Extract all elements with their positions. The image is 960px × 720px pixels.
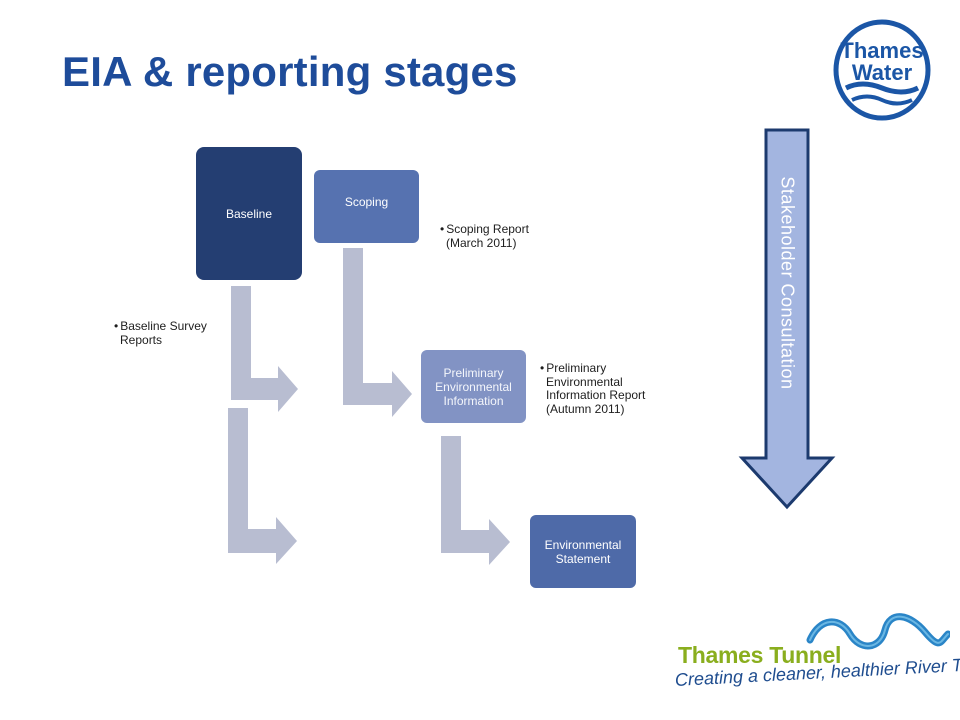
thames-tunnel-wave-icon xyxy=(806,613,950,650)
note-preliminary: Preliminary Environmental Information Re… xyxy=(538,361,676,416)
thames-tunnel-logo: Thames Tunnel Creating a cleaner, health… xyxy=(670,612,960,712)
scoping-to-prelim-connector xyxy=(343,248,412,417)
slide-title: EIA & reporting stages xyxy=(62,48,518,95)
thames-water-logo: Thames Water xyxy=(832,18,932,123)
thames-water-line2: Water xyxy=(851,60,913,85)
stage-environmental-statement: Environmental Statement xyxy=(530,515,636,588)
note-scoping: Scoping Report (March 2011) xyxy=(438,222,566,250)
baseline-to-es-connector xyxy=(228,408,297,564)
prelim-to-es-connector xyxy=(441,436,510,565)
stakeholder-consultation-label: Stakeholder Consultation xyxy=(777,176,798,390)
note-baseline: Baseline Survey Reports xyxy=(112,319,230,347)
stage-baseline: Baseline xyxy=(196,147,302,280)
thames-water-line1: Thames xyxy=(840,38,924,63)
stakeholder-arrow xyxy=(738,128,836,510)
stage-preliminary: Preliminary Environmental Information xyxy=(421,350,526,423)
baseline-to-scoping-connector xyxy=(231,286,298,412)
thames-water-emblem-icon xyxy=(833,19,931,121)
thames-tunnel-name: Thames Tunnel xyxy=(678,642,842,668)
stage-scoping: Scoping xyxy=(314,170,419,243)
